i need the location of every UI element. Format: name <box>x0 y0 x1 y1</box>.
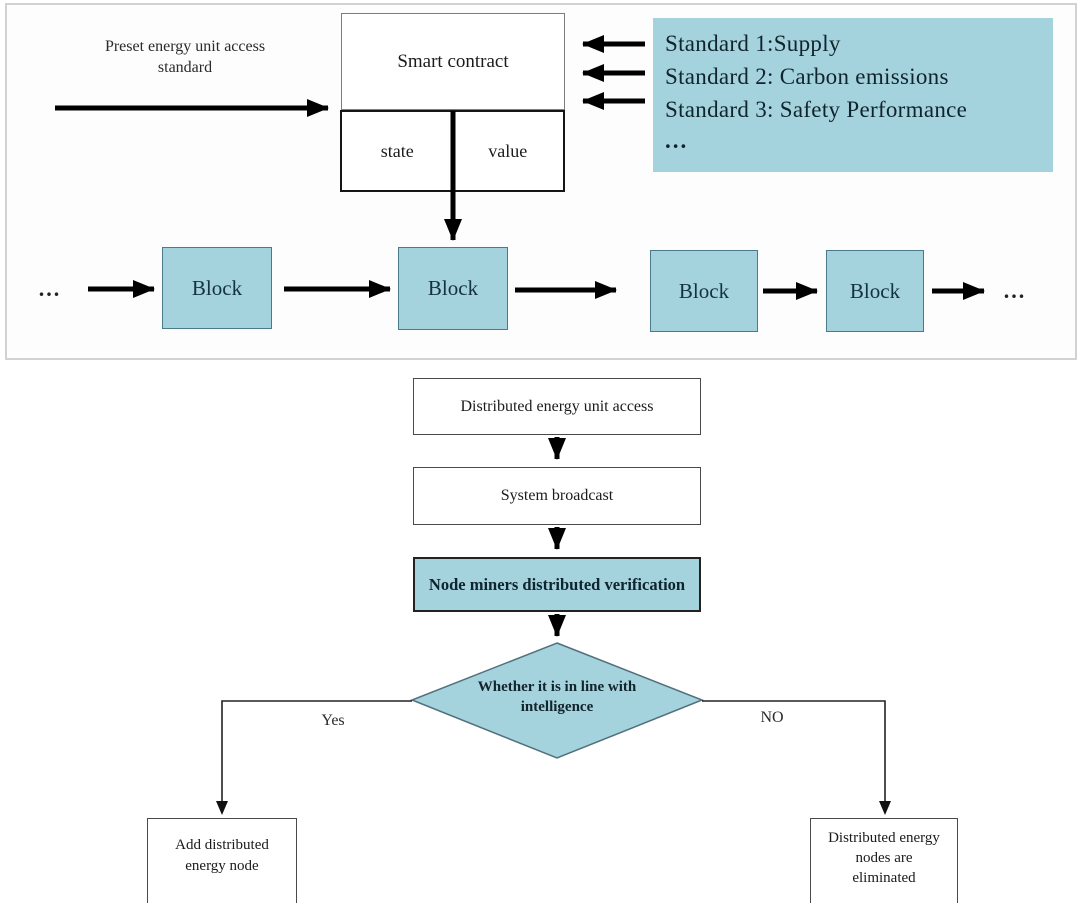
no-branch-label: NO <box>760 709 784 726</box>
block-node-2: Block <box>398 247 508 330</box>
outcome-eliminated-label: Distributed energy nodes are eliminated <box>828 830 940 886</box>
block-label: Block <box>678 278 730 303</box>
chain-ellipsis-left: ... <box>38 276 62 301</box>
chain-ellipsis-right: ... <box>1003 278 1027 303</box>
standard-line-2: Standard 2: Carbon emissions <box>665 64 949 89</box>
value-cell: value <box>488 140 528 161</box>
block-node-1: Block <box>162 247 272 329</box>
flow-step-verification-label: Node miners distributed verification <box>428 574 686 594</box>
standards-list-box: Standard 1:Supply Standard 2: Carbon emi… <box>653 18 1053 172</box>
yes-branch-label: Yes <box>321 712 345 729</box>
diamond-polygon <box>409 642 705 759</box>
block-node-3: Block <box>650 250 758 332</box>
outcome-add-node-box: Add distributed energy node <box>147 818 297 903</box>
block-node-4: Block <box>826 250 924 332</box>
standards-ellipsis: ... <box>665 128 689 153</box>
block-label: Block <box>849 278 901 303</box>
flow-step-broadcast: System broadcast <box>413 467 701 525</box>
smart-contract-box: Smart contract <box>341 13 565 110</box>
state-value-table: state value <box>340 110 565 192</box>
standard-line-3: Standard 3: Safety Performance <box>665 97 968 122</box>
outcome-eliminated-box: Distributed energy nodes are eliminated <box>810 818 958 903</box>
block-label: Block <box>427 276 479 300</box>
decision-label: Whether it is in line with intelligence <box>477 679 637 715</box>
flow-step-access: Distributed energy unit access <box>413 378 701 435</box>
flow-step-access-label: Distributed energy unit access <box>460 397 654 415</box>
flow-step-broadcast-label: System broadcast <box>500 487 614 504</box>
state-cell: state <box>380 140 414 161</box>
preset-standard-label: Preset energy unit access standard <box>104 38 266 76</box>
smart-contract-title: Smart contract <box>397 50 509 72</box>
outcome-add-node-label: Add distributed energy node <box>175 837 269 874</box>
standard-line-1: Standard 1:Supply <box>665 31 841 56</box>
flow-step-verification: Node miners distributed verification <box>413 557 701 612</box>
block-label: Block <box>191 275 243 300</box>
